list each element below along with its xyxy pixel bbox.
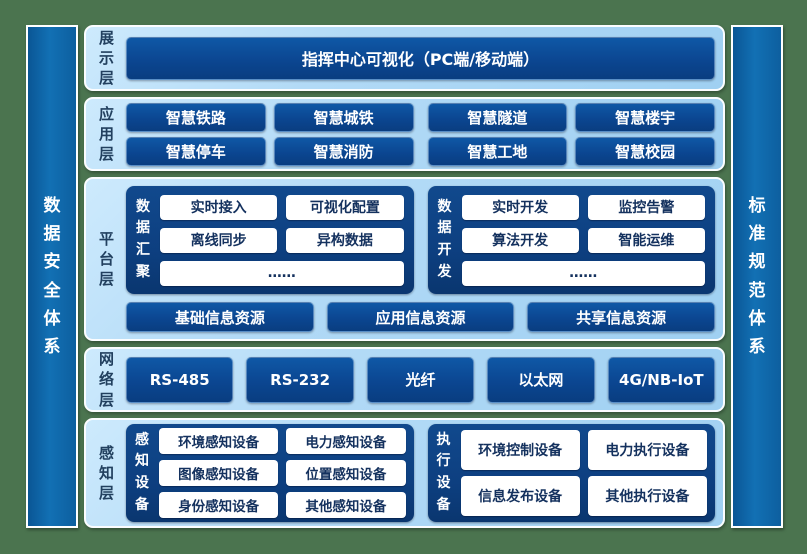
data-aggregation-label: 数据汇聚	[136, 198, 150, 280]
network-item: RS-485	[126, 356, 234, 403]
data-development-grid: 实时开发 监控告警 算法开发 智能运维 ……	[461, 194, 705, 286]
app-item: 智慧楼宇	[575, 102, 715, 132]
app-item: 智慧校园	[575, 136, 715, 166]
standards-label: 标准规范体系	[748, 196, 766, 357]
data-aggregation-panel: 数据汇聚 实时接入 可视化配置 离线同步 异构数据 ……	[126, 186, 414, 294]
layer-network-label: 网络层	[98, 350, 114, 409]
device-item: 电力感知设备	[286, 428, 406, 454]
resource-item: 应用信息资源	[326, 302, 515, 332]
layers-container: 展示层 指挥中心可视化（PC端/移动端） 应用层 智慧铁路 智慧城铁 智慧停车 …	[84, 25, 725, 528]
capability-item: 可视化配置	[286, 194, 404, 220]
layer-perception-label: 感知层	[98, 443, 114, 503]
sensing-devices-grid: 环境感知设备 电力感知设备 图像感知设备 位置感知设备 身份感知设备 其他感知设…	[159, 428, 406, 518]
data-aggregation-grid: 实时接入 可视化配置 离线同步 异构数据 ……	[160, 194, 404, 286]
sensing-devices-label: 感知设备	[135, 431, 149, 513]
layer-perception: 感知层 感知设备 环境感知设备 电力感知设备 图像感知设备 位置感知设备 身份感…	[84, 418, 725, 528]
layer-perception-content: 感知设备 环境感知设备 电力感知设备 图像感知设备 位置感知设备 身份感知设备 …	[126, 424, 715, 522]
capability-item: 实时接入	[160, 194, 278, 220]
resource-item: 基础信息资源	[126, 302, 314, 332]
network-item: 光纤	[366, 356, 475, 403]
application-grid-left: 智慧铁路 智慧城铁 智慧停车 智慧消防	[126, 102, 414, 166]
standards-sidebar: 标准规范体系	[731, 25, 783, 528]
app-item: 智慧铁路	[126, 102, 266, 132]
capability-item: 离线同步	[160, 227, 278, 253]
device-item: 其他感知设备	[286, 492, 406, 518]
command-center-title-box: 指挥中心可视化（PC端/移动端）	[126, 36, 715, 80]
layer-application: 应用层 智慧铁路 智慧城铁 智慧停车 智慧消防 智慧隧道 智慧楼宇 智慧工地 智…	[84, 97, 725, 171]
data-development-label: 数据开发	[437, 198, 452, 280]
data-security-sidebar: 数据安全体系	[26, 25, 78, 528]
app-item: 智慧城铁	[273, 102, 414, 132]
layer-display-label: 展示层	[98, 28, 114, 88]
layer-network-content: RS-485 RS-232 光纤 以太网 4G/NB-IoT	[126, 356, 716, 403]
app-item: 智慧消防	[273, 136, 414, 166]
layer-display: 展示层 指挥中心可视化（PC端/移动端）	[84, 25, 725, 91]
resource-row: 基础信息资源 应用信息资源 共享信息资源	[126, 302, 715, 332]
device-item: 环境感知设备	[159, 428, 279, 454]
app-item: 智慧工地	[427, 136, 568, 166]
device-item: 信息发布设备	[460, 476, 580, 516]
application-grid-right: 智慧隧道 智慧楼宇 智慧工地 智慧校园	[427, 102, 715, 166]
capability-item: 实时开发	[461, 194, 579, 220]
data-security-label: 数据安全体系	[43, 196, 61, 357]
layer-platform: 平台层 数据汇聚 实时接入 可视化配置 离线同步 异构数据 ……	[84, 177, 725, 341]
execution-devices-grid: 环境控制设备 电力执行设备 信息发布设备 其他执行设备	[460, 430, 707, 516]
device-item: 身份感知设备	[159, 492, 279, 518]
sensing-devices-panel: 感知设备 环境感知设备 电力感知设备 图像感知设备 位置感知设备 身份感知设备 …	[126, 424, 414, 522]
platform-groups: 数据汇聚 实时接入 可视化配置 离线同步 异构数据 …… 数据开发 实时开发	[126, 186, 715, 294]
device-item: 图像感知设备	[159, 460, 279, 486]
capability-item: 算法开发	[461, 227, 579, 253]
execution-devices-panel: 执行设备 环境控制设备 电力执行设备 信息发布设备 其他执行设备	[427, 424, 715, 522]
device-item: 其他执行设备	[587, 476, 707, 516]
layer-application-content: 智慧铁路 智慧城铁 智慧停车 智慧消防 智慧隧道 智慧楼宇 智慧工地 智慧校园	[126, 102, 715, 166]
resource-item: 共享信息资源	[527, 302, 715, 332]
app-item: 智慧隧道	[427, 102, 568, 132]
device-item: 位置感知设备	[286, 460, 406, 486]
capability-item: 异构数据	[286, 227, 404, 253]
network-item: 以太网	[487, 356, 595, 403]
layer-platform-content: 数据汇聚 实时接入 可视化配置 离线同步 异构数据 …… 数据开发 实时开发	[126, 186, 715, 332]
capability-item: 监控告警	[587, 194, 705, 220]
layer-network: 网络层 RS-485 RS-232 光纤 以太网 4G/NB-IoT	[84, 347, 725, 412]
capability-item-more: ……	[461, 260, 705, 286]
network-item: 4G/NB-IoT	[607, 356, 716, 403]
layer-platform-label: 平台层	[98, 229, 114, 289]
capability-item: 智能运维	[587, 227, 705, 253]
device-item: 环境控制设备	[460, 430, 580, 470]
device-item: 电力执行设备	[587, 430, 707, 470]
app-item: 智慧停车	[126, 136, 266, 166]
layer-application-label: 应用层	[98, 104, 114, 164]
execution-devices-label: 执行设备	[436, 431, 451, 513]
network-item: RS-232	[246, 356, 354, 403]
capability-item-more: ……	[160, 260, 404, 286]
layer-display-content: 指挥中心可视化（PC端/移动端）	[126, 36, 715, 80]
data-development-panel: 数据开发 实时开发 监控告警 算法开发 智能运维 ……	[427, 186, 715, 294]
